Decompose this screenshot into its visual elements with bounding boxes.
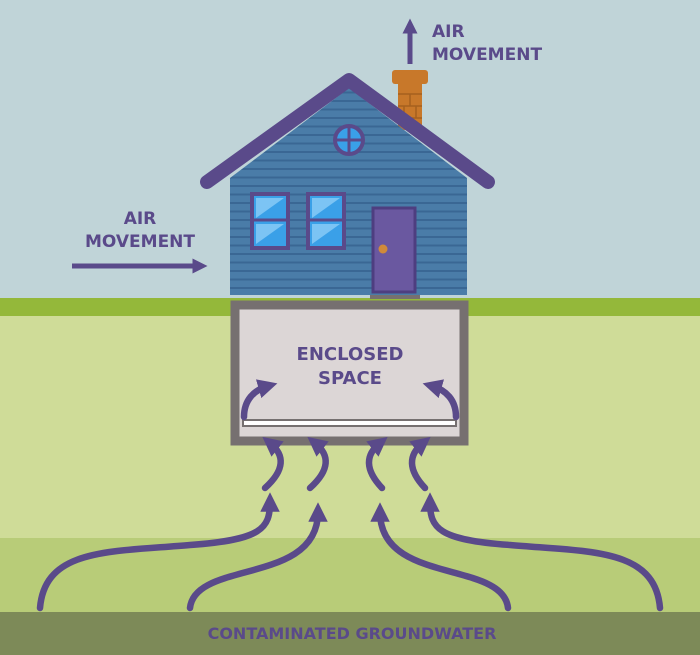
ground-lower <box>0 538 700 612</box>
air-top-label-line1: AIR <box>432 22 465 42</box>
front-door <box>373 208 415 292</box>
window-left <box>252 194 288 248</box>
window-right <box>308 194 344 248</box>
air-left-label-line2: MOVEMENT <box>85 232 195 252</box>
air-top-label-line2: MOVEMENT <box>432 45 542 65</box>
enclosed-space-label-line2: SPACE <box>318 368 382 389</box>
basement-floor <box>243 420 456 426</box>
enclosed-space-label-line1: ENCLOSED <box>297 344 404 365</box>
air-left-label-line1: AIR <box>124 209 157 229</box>
groundwater-label: CONTAMINATED GROUNDWATER <box>208 624 497 643</box>
attic-window <box>335 126 363 154</box>
chimney-cap <box>392 70 428 84</box>
